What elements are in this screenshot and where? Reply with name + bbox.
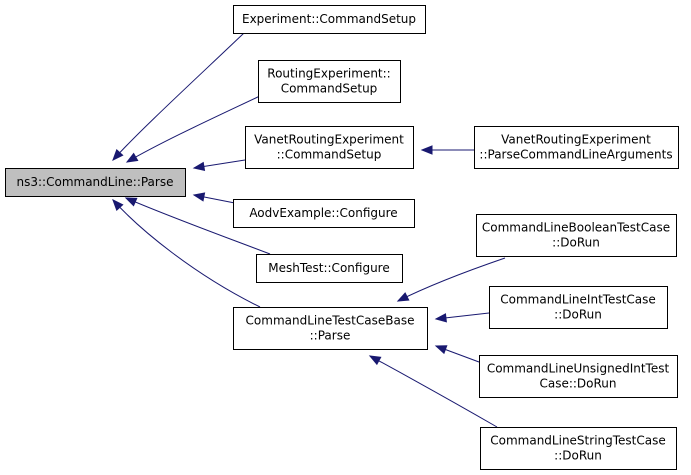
node-label: VanetRoutingExperiment (501, 133, 651, 147)
arrowhead-icon (368, 355, 382, 366)
node-bool[interactable]: CommandLineBooleanTestCase::DoRun (476, 214, 677, 257)
node-label: ::CommandSetup (277, 148, 382, 162)
node-mesh[interactable]: MeshTest::Configure (256, 254, 403, 283)
node-label: Case::DoRun (539, 377, 616, 391)
edge-line (112, 32, 245, 161)
node-box (480, 427, 677, 470)
nodes-layer: ns3::CommandLine::Parse Experiment::Comma… (5, 5, 679, 470)
node-label: ::ParseCommandLineArguments (479, 148, 672, 162)
arrowhead-icon (420, 145, 433, 155)
node-label: RoutingExperiment:: (267, 67, 390, 81)
edge-uint-tcb (434, 345, 480, 363)
node-label: ::Parse (310, 329, 351, 343)
edge-vparse-vexp (420, 145, 474, 155)
node-box (5, 168, 186, 197)
node-label: ::DoRun (554, 449, 602, 463)
edge-str-tcb (368, 355, 498, 428)
edge-line (369, 355, 498, 428)
node-root[interactable]: ns3::CommandLine::Parse (5, 168, 186, 197)
node-vparse[interactable]: VanetRoutingExperiment::ParseCommandLine… (474, 126, 679, 169)
arrowhead-icon (112, 198, 124, 211)
arrowhead-icon (192, 161, 206, 172)
node-label: CommandLineTestCaseBase (246, 314, 415, 328)
node-box (476, 214, 677, 257)
node-vexp[interactable]: VanetRoutingExperiment::CommandSetup (245, 126, 414, 169)
arrowhead-icon (434, 345, 448, 355)
edge-bool-tcb (396, 257, 506, 302)
node-box (245, 126, 414, 169)
node-label: ::DoRun (552, 236, 600, 250)
node-label: CommandSetup (281, 82, 378, 96)
node-box (233, 199, 415, 228)
edge-mesh-root (124, 197, 271, 255)
arrowhead-icon (124, 197, 138, 207)
arrowhead-icon (112, 149, 124, 162)
edges-layer (112, 32, 506, 428)
node-label: MeshTest::Configure (268, 261, 389, 275)
node-box (233, 5, 426, 34)
node-label: CommandLineStringTestCase (490, 434, 666, 448)
node-label: CommandLineIntTestCase (500, 293, 656, 307)
arrowhead-icon (192, 192, 206, 202)
arrowhead-icon (434, 313, 447, 323)
node-label: AodvExample::Configure (249, 206, 397, 220)
edge-line (397, 257, 506, 302)
edge-line (112, 199, 261, 308)
node-aodv[interactable]: AodvExample::Configure (233, 199, 415, 228)
edge-vexp-root (192, 159, 246, 172)
edge-line (125, 197, 271, 255)
node-box (256, 254, 403, 283)
edge-exp-root (112, 32, 245, 162)
node-label: CommandLineUnsignedIntTest (487, 362, 670, 376)
node-box (258, 60, 401, 103)
node-label: CommandLineBooleanTestCase (482, 221, 670, 235)
node-label: Experiment::CommandSetup (242, 12, 416, 26)
edge-tcb-root (112, 198, 261, 308)
node-box (474, 126, 679, 169)
edge-line (126, 94, 263, 163)
node-str[interactable]: CommandLineStringTestCase::DoRun (480, 427, 677, 470)
node-box (479, 355, 678, 398)
node-box (233, 307, 428, 350)
arrowhead-icon (125, 152, 139, 163)
edge-rexp-root (125, 94, 263, 163)
node-rexp[interactable]: RoutingExperiment::CommandSetup (258, 60, 401, 103)
node-label: ns3::CommandLine::Parse (17, 175, 174, 189)
node-label: VanetRoutingExperiment (254, 133, 404, 147)
node-exp[interactable]: Experiment::CommandSetup (233, 5, 426, 34)
node-int[interactable]: CommandLineIntTestCase::DoRun (489, 286, 668, 329)
edge-int-tcb (434, 312, 490, 323)
arrowhead-icon (396, 292, 410, 302)
node-box (489, 286, 668, 329)
node-label: ::DoRun (554, 308, 602, 322)
node-tcb[interactable]: CommandLineTestCaseBase::Parse (233, 307, 428, 350)
